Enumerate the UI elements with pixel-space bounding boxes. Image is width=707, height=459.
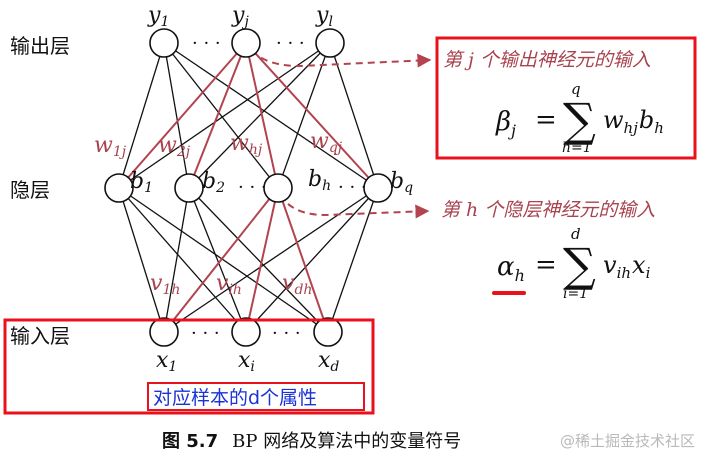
input-node-label-i: xi [238, 348, 255, 375]
hidden-formula: αh = ∑ d i=1 vihxi [497, 225, 651, 302]
svg-text:βj: βj [495, 107, 516, 140]
hidden-node-label-h: bh [308, 167, 331, 194]
weight-label-v1h: v1h [150, 271, 180, 298]
svg-text:h=1: h=1 [562, 140, 592, 156]
weight-label-wqj: wqj [310, 129, 343, 156]
svg-text:∑: ∑ [563, 238, 596, 292]
edge-highlight-input-1-hidden-h [245, 187, 279, 333]
output-node-label-1: y1 [147, 3, 169, 30]
svg-text:vihxi: vihxi [603, 251, 651, 282]
output-formula: βj = ∑ q h=1 whjbh [495, 80, 664, 156]
input-node-label-d: xd [318, 348, 339, 375]
svg-text:q: q [571, 80, 581, 98]
output-ellipsis-1: · · · [192, 33, 221, 54]
edge-hidden-3-output-2 [329, 42, 379, 189]
hidden-node-label-q: bq [390, 169, 413, 196]
svg-text:d: d [571, 225, 581, 243]
edge-input-2-hidden-0 [118, 187, 329, 333]
input-layer-box [3, 318, 375, 415]
edge-hidden-3-output-0 [163, 42, 379, 189]
edge-hidden-0-output-2 [118, 42, 331, 189]
edge-hidden-2-output-2 [277, 42, 331, 189]
output-node-label-l: yl [315, 3, 333, 30]
hidden-node-4 [363, 173, 393, 203]
input-note-text: 对应样本的d个属性 [153, 387, 317, 409]
weight-label-vdh: vdh [282, 271, 312, 298]
edge-hidden-0-output-0 [118, 42, 165, 189]
network-nodes [104, 28, 393, 347]
svg-text:αh: αh [497, 252, 525, 285]
output-layer-label: 输出层 [10, 34, 70, 58]
output-node-1 [149, 28, 179, 58]
hidden-arrow [279, 194, 430, 219]
input-node-3 [313, 317, 343, 347]
hidden-node-1 [104, 173, 134, 203]
edge-input-0-hidden-3 [163, 187, 379, 333]
edge-hidden-1-output-0 [163, 42, 190, 189]
svg-text:i=1: i=1 [563, 286, 588, 302]
output-formula-box [435, 36, 697, 160]
svg-text:=: = [535, 105, 557, 135]
output-node-label-j: yj [231, 3, 249, 30]
hidden-ellipsis-1: · · · [238, 177, 267, 198]
output-node-2 [231, 28, 261, 58]
input-node-1 [149, 317, 179, 347]
edge-highlight-input-2-hidden-h [277, 187, 329, 333]
edge-highlight-hidden-3-output-j [245, 42, 379, 189]
edge-input-0-hidden-0 [118, 187, 165, 333]
hidden-ellipsis-2: · · · [338, 177, 367, 198]
network-edges [118, 42, 379, 333]
edge-input-0-hidden-1 [163, 187, 190, 333]
edge-input-2-hidden-1 [188, 187, 329, 333]
edge-highlight-input-0-hidden-h [163, 187, 279, 333]
edge-hidden-2-output-0 [163, 42, 279, 189]
svg-text:=: = [535, 250, 557, 280]
output-node-3 [315, 28, 345, 58]
hidden-node-label-2: b2 [202, 169, 225, 196]
edge-highlight-hidden-1-output-j [188, 42, 247, 189]
weight-label-whj: whj [230, 131, 263, 158]
weight-label-w1j: w1j [94, 133, 127, 160]
hidden-node-2 [174, 173, 204, 203]
input-layer-label: 输入层 [10, 324, 70, 348]
edge-input-1-hidden-3 [245, 187, 379, 333]
weight-label-w2j: w2j [158, 133, 191, 160]
input-node-2 [231, 317, 261, 347]
input-node-label-1: x1 [156, 348, 177, 375]
highlighted-edges [118, 42, 379, 333]
watermark: @稀土掘金技术社区 [560, 432, 695, 450]
edge-hidden-1-output-2 [188, 42, 331, 189]
edge-highlight-hidden-2-output-j [245, 42, 279, 189]
input-ellipsis-1: · · · [191, 323, 220, 344]
input-ellipsis-2: · · · [272, 323, 301, 344]
output-ellipsis-2: · · · [276, 33, 305, 54]
hidden-node-3 [263, 173, 293, 203]
edge-input-2-hidden-3 [327, 187, 379, 333]
svg-text:∑: ∑ [563, 93, 596, 147]
hidden-layer-label: 隐层 [10, 178, 50, 202]
svg-text:whjbh: whjbh [603, 106, 664, 137]
input-note-box [147, 382, 365, 411]
hidden-node-label-1: b1 [130, 169, 153, 196]
edge-highlight-hidden-0-output-j [118, 42, 247, 189]
edge-input-1-hidden-1 [188, 187, 247, 333]
edge-input-1-hidden-0 [118, 187, 247, 333]
weight-label-vih: vih [216, 271, 242, 298]
